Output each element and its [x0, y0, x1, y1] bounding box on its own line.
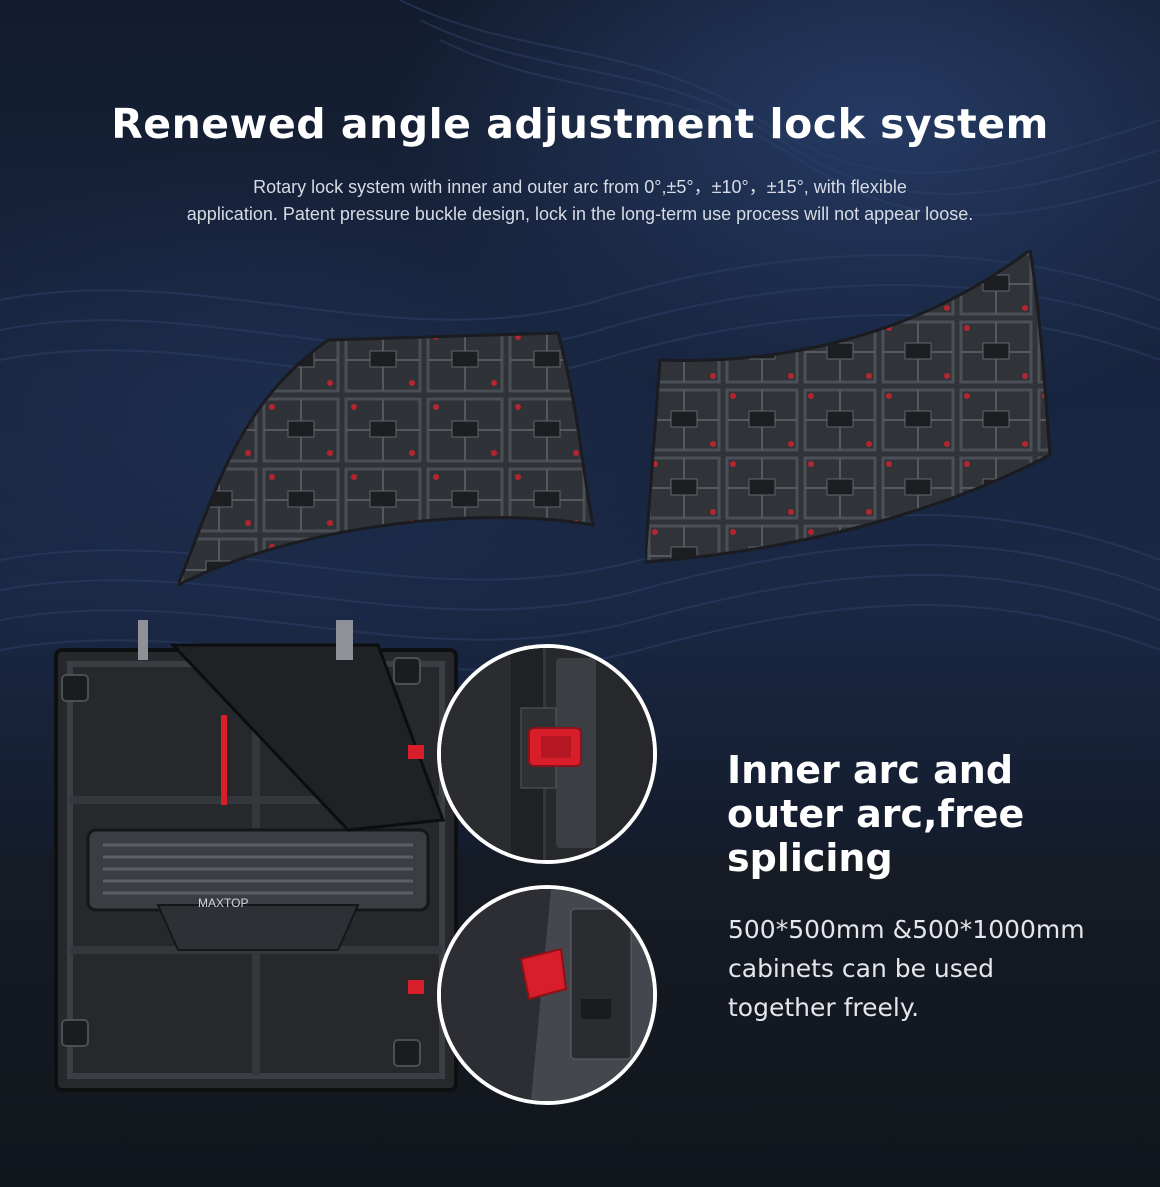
feature-title-line-3: splicing: [727, 836, 893, 880]
lock-detail-bottom-circle: [437, 885, 657, 1105]
feature-title-line-2: outer arc,free: [727, 792, 1025, 836]
description-line-1: Rotary lock system with inner and outer …: [253, 177, 907, 197]
lock-detail-top-circle: [437, 644, 657, 864]
wave-pattern: [0, 0, 1160, 671]
lock-detail-bottom-image: [441, 889, 653, 1101]
inner-arc-panel-image: [178, 331, 595, 587]
page-description: Rotary lock system with inner and outer …: [140, 174, 1020, 228]
feature-title: Inner arc and outer arc,free splicing: [727, 748, 1127, 880]
cabinet-product-image: MAXTOP: [54, 620, 458, 1092]
page-title: Renewed angle adjustment lock system: [111, 100, 1049, 148]
feature-text-line-3: together freely.: [728, 993, 920, 1022]
feature-text-line-1: 500*500mm &500*1000mm: [728, 915, 1085, 944]
feature-text-line-2: cabinets can be used: [728, 954, 995, 983]
lock-detail-top-image: [441, 648, 653, 860]
description-line-2: application. Patent pressure buckle desi…: [186, 204, 974, 224]
feature-title-line-1: Inner arc and: [727, 748, 1014, 792]
brand-logo: MAXTOP: [198, 896, 248, 910]
outer-arc-panel-image: [645, 250, 1052, 564]
feature-description: 500*500mm &500*1000mm cabinets can be us…: [728, 910, 1138, 1027]
